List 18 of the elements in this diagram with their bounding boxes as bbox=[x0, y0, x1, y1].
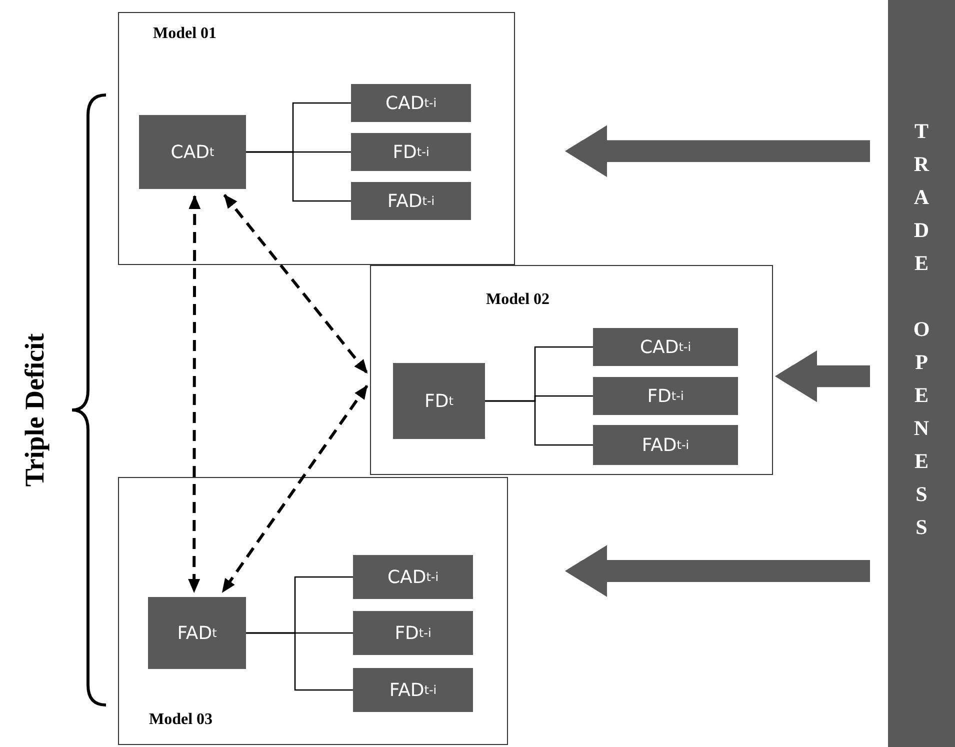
model-title: Model 02 bbox=[486, 291, 550, 309]
connector-line bbox=[246, 632, 353, 691]
band-label: TRADE OPENESS bbox=[912, 120, 931, 541]
block-arrow bbox=[565, 545, 870, 597]
connector-line bbox=[485, 400, 593, 446]
model-frame bbox=[118, 477, 508, 745]
model-frame bbox=[370, 265, 773, 475]
connector-line bbox=[246, 151, 351, 202]
dashed-arrow bbox=[223, 194, 368, 374]
dashed-arrow bbox=[188, 195, 201, 593]
dashed-arrow bbox=[221, 384, 368, 593]
model-frame bbox=[118, 12, 515, 265]
vertical-band bbox=[888, 0, 955, 747]
side-label: Triple Deficit bbox=[20, 333, 50, 487]
model-title: Model 03 bbox=[149, 711, 213, 729]
model-title: Model 01 bbox=[153, 25, 217, 43]
block-arrow bbox=[775, 350, 870, 402]
block-arrow bbox=[565, 125, 870, 178]
